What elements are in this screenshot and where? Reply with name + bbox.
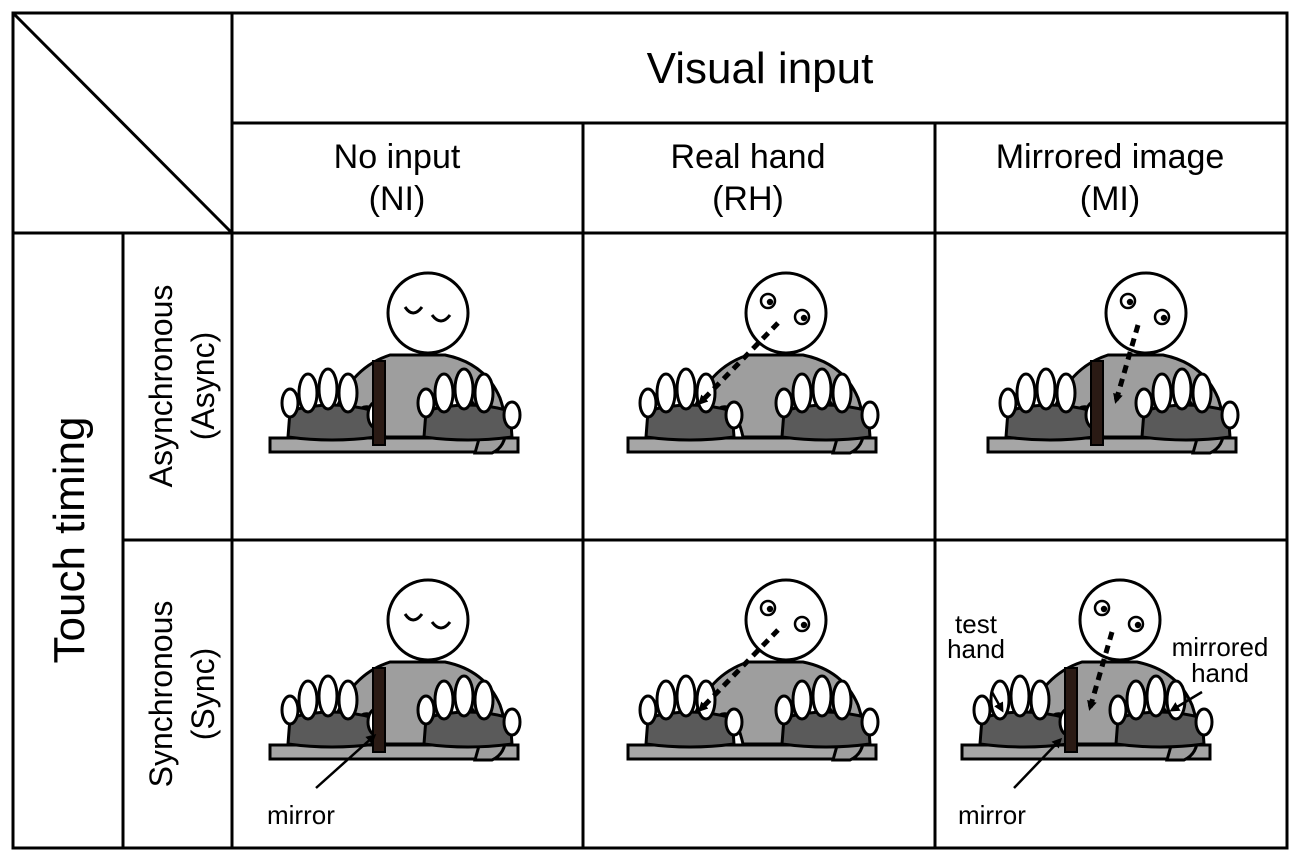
column-mi-abbr: (MI) — [1080, 180, 1140, 218]
column-ni-abbr: (NI) — [369, 180, 426, 218]
mirror-label-mi: mirror — [958, 800, 1026, 830]
figure-async-ni — [270, 273, 520, 453]
test-hand-label-line2: hand — [947, 634, 1005, 664]
row-sync-name: Synchronous — [143, 601, 179, 788]
row-async-name: Asynchronous — [143, 285, 179, 488]
touch-timing-header: Touch timing — [45, 416, 94, 663]
test-hand-label-line1: test — [955, 609, 998, 639]
figure-sync-rh — [628, 580, 878, 760]
row-sync-abbr: (Sync) — [185, 648, 221, 740]
column-rh-name: Real hand — [670, 138, 825, 176]
mirror-label-ni: mirror — [267, 800, 335, 830]
visual-input-header: Visual input — [647, 44, 874, 93]
column-rh-abbr: (RH) — [712, 180, 784, 218]
column-ni-name: No input — [334, 138, 461, 176]
row-async-abbr: (Async) — [185, 332, 221, 440]
mirrored-hand-label-line1: mirrored — [1172, 632, 1269, 662]
figure-async-rh — [628, 273, 878, 453]
figure-sync-ni — [270, 580, 520, 789]
table-grid — [11, 11, 1289, 850]
figure-sync-mi — [962, 580, 1212, 789]
mirrored-hand-label-line2: hand — [1191, 658, 1249, 688]
column-mi-name: Mirrored image — [996, 138, 1225, 176]
figure-async-mi — [988, 273, 1238, 453]
